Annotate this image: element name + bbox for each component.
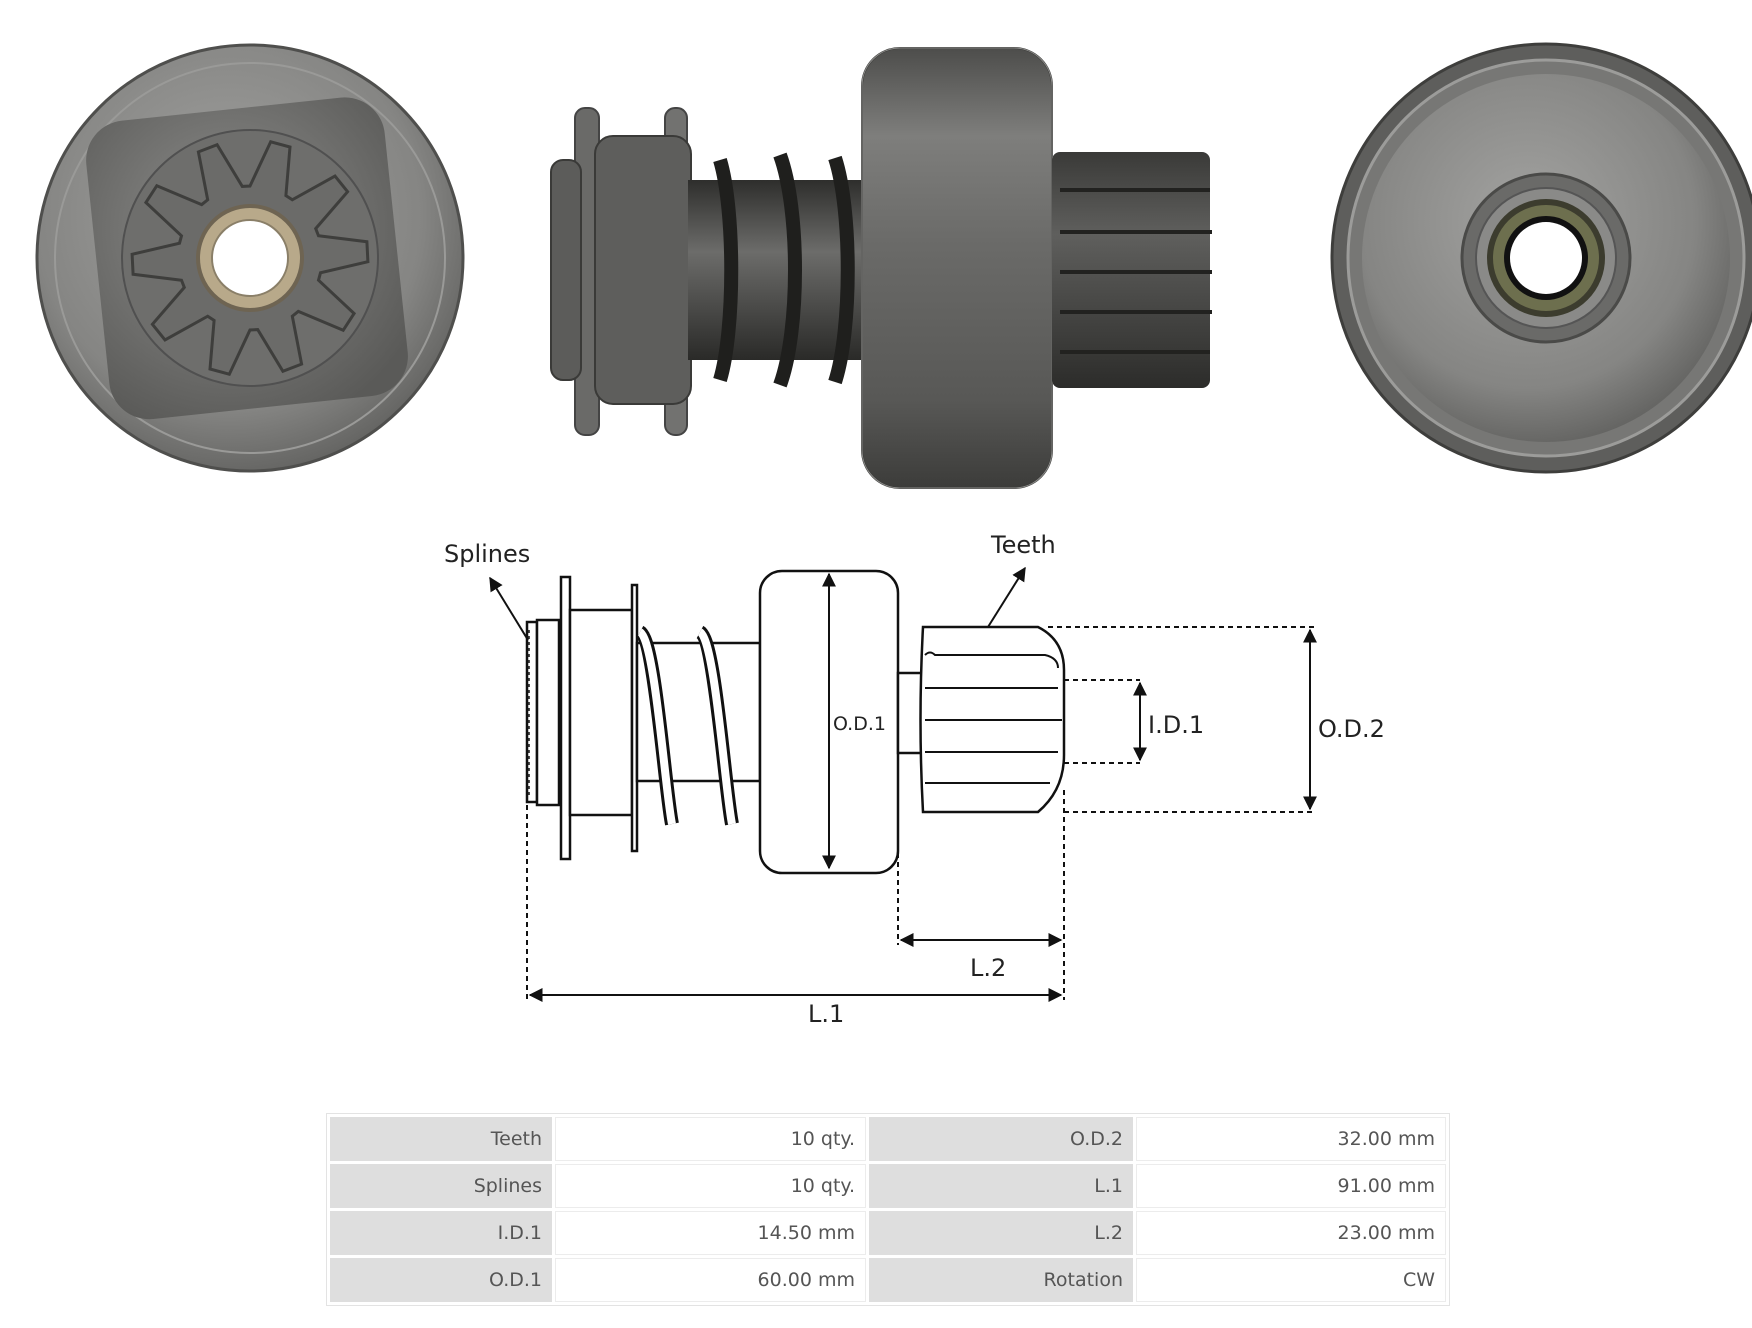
- spec-value: 10 qty.: [555, 1117, 866, 1161]
- spec-value: 10 qty.: [555, 1164, 866, 1208]
- spec-label: L.1: [869, 1164, 1133, 1208]
- od2-label: O.D.2: [1318, 715, 1385, 743]
- splines-label: Splines: [444, 540, 530, 568]
- spec-value: 91.00 mm: [1136, 1164, 1446, 1208]
- spec-table-body: Teeth 10 qty. O.D.2 32.00 mm Splines 10 …: [330, 1117, 1446, 1302]
- spec-label: Splines: [330, 1164, 552, 1208]
- spec-label: L.2: [869, 1211, 1133, 1255]
- table-row: O.D.1 60.00 mm Rotation CW: [330, 1258, 1446, 1302]
- od1-label: O.D.1: [833, 713, 886, 735]
- id1-label: I.D.1: [1148, 711, 1204, 739]
- spec-label: O.D.2: [869, 1117, 1133, 1161]
- spec-value: 23.00 mm: [1136, 1211, 1446, 1255]
- photo-rear-view: [1330, 42, 1752, 474]
- spec-label: I.D.1: [330, 1211, 552, 1255]
- drive-outline: [525, 569, 1066, 875]
- spec-value: 32.00 mm: [1136, 1117, 1446, 1161]
- spec-label: Rotation: [869, 1258, 1133, 1302]
- spec-value: 60.00 mm: [555, 1258, 866, 1302]
- spec-label: O.D.1: [330, 1258, 552, 1302]
- spec-label: Teeth: [330, 1117, 552, 1161]
- spec-value: CW: [1136, 1258, 1446, 1302]
- spec-value: 14.50 mm: [555, 1211, 866, 1255]
- photo-front-view: [35, 43, 465, 473]
- product-photos: [35, 42, 1752, 489]
- dimension-lines: [489, 566, 1317, 1002]
- photo-side-view: [550, 47, 1212, 489]
- table-row: I.D.1 14.50 mm L.2 23.00 mm: [330, 1211, 1446, 1255]
- teeth-label: Teeth: [990, 531, 1056, 559]
- dimension-diagram: Splines Teeth O.D.1 I.D.1 O.D.2 L.2 L.1: [444, 531, 1385, 1028]
- table-row: Teeth 10 qty. O.D.2 32.00 mm: [330, 1117, 1446, 1161]
- spec-table: Teeth 10 qty. O.D.2 32.00 mm Splines 10 …: [326, 1113, 1450, 1306]
- spring-coil-icon: [713, 152, 855, 388]
- table-row: Splines 10 qty. L.1 91.00 mm: [330, 1164, 1446, 1208]
- dimension-labels: Splines Teeth O.D.1 I.D.1 O.D.2 L.2 L.1: [444, 531, 1385, 1028]
- l1-label: L.1: [808, 1000, 844, 1028]
- l2-label: L.2: [970, 954, 1006, 982]
